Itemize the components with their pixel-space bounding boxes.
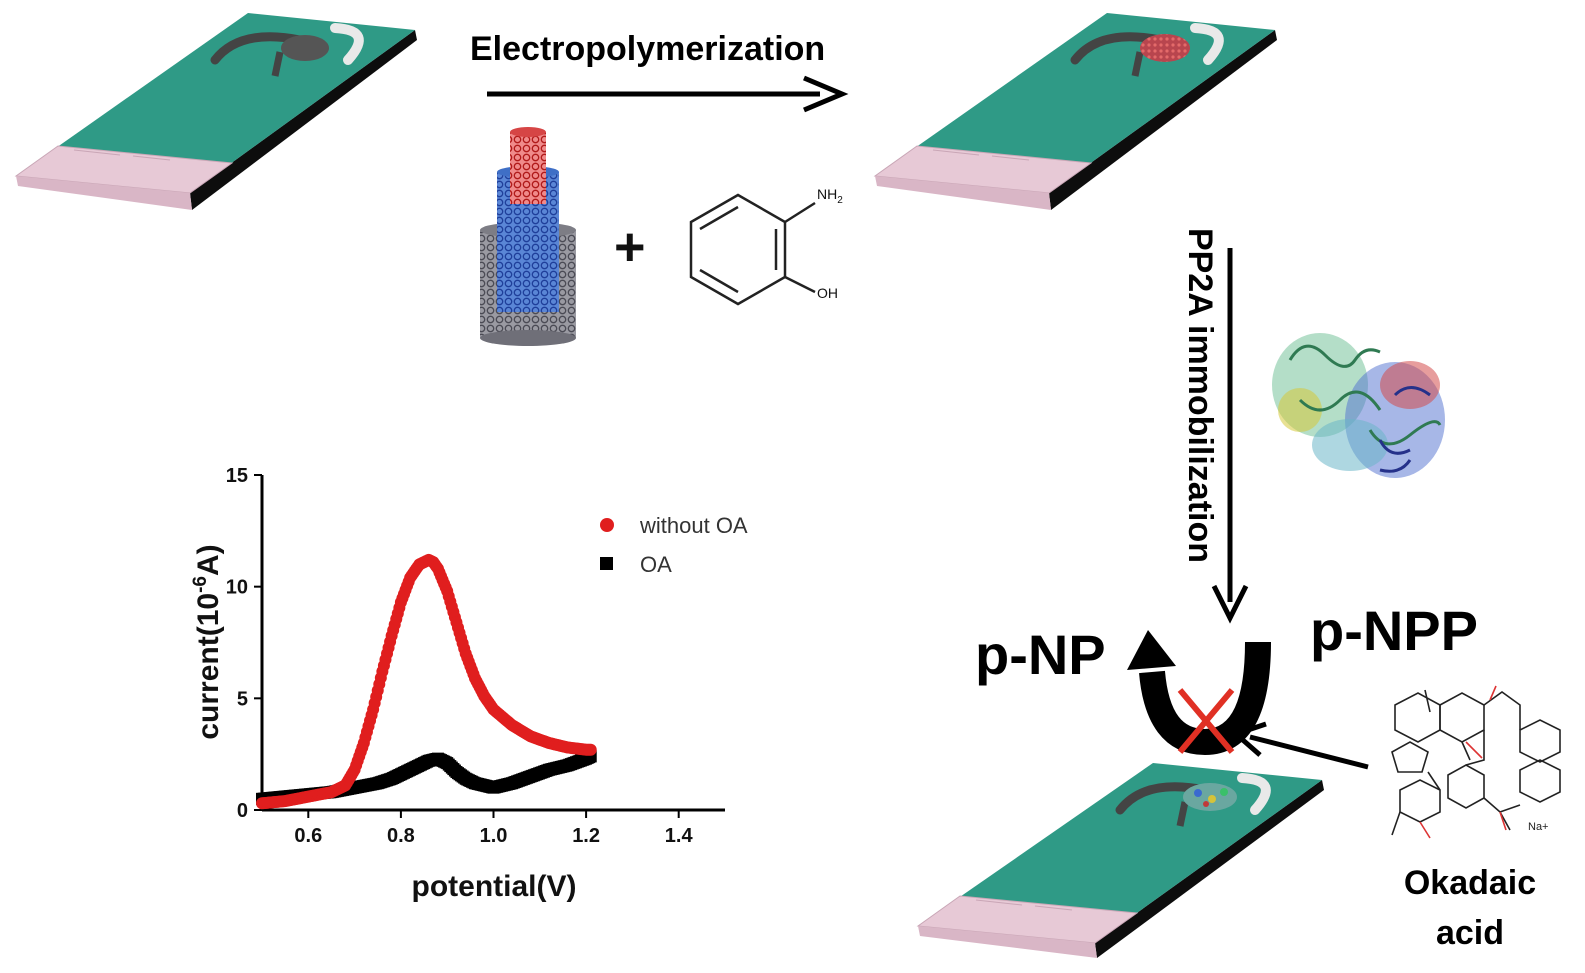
reference-electrode-track — [210, 32, 305, 65]
pp2a-immobilization-label: PP2A immobilization — [1181, 228, 1219, 564]
substrate-pnpp-label: p-NPP — [1310, 599, 1478, 662]
electrode-modified — [873, 13, 1277, 210]
amine-subscript: 2 — [837, 195, 843, 206]
legend-marker-oa — [600, 557, 613, 570]
okadaic-sodium-label: Na+ — [1528, 821, 1549, 833]
okadaic-acid-label-line1: Okadaic — [1403, 864, 1537, 902]
x-axis-title: potential(V) — [412, 870, 577, 903]
electrode-contact-strip — [14, 145, 234, 194]
voltammogram-chart: 0.6 0.8 1.0 1.2 1.4 0 5 10 15 potential(V) curre… — [190, 465, 748, 903]
immobilization-arrow — [1211, 248, 1249, 624]
x-tick-label: 0.6 — [294, 825, 322, 847]
chart-legend: without OA OA — [600, 513, 748, 577]
okadaic-acid-label-line2: acid — [1435, 914, 1505, 952]
polymer-coated-disc — [1140, 34, 1190, 62]
electrode-enzyme — [916, 763, 1324, 958]
plus-sign: + — [614, 217, 646, 277]
okadaic-acid-structure — [1391, 685, 1561, 839]
inhibitor-arrow — [1231, 721, 1369, 770]
electrode-bottom-edge — [16, 176, 192, 210]
series-without-oa — [256, 553, 597, 810]
inhibition-cross-icon — [1177, 688, 1235, 754]
product-pnp-label: p-NP — [975, 623, 1106, 686]
nanotube-composite — [480, 127, 576, 346]
electropolymerization-label: Electropolymerization — [470, 30, 826, 68]
electropolymerization-arrow — [487, 75, 849, 113]
x-tick-label: 0.8 — [387, 825, 415, 847]
aminophenol-structure: NH2 OH — [689, 186, 843, 306]
y-axis-title-main: current(10 — [192, 593, 225, 740]
hydroxyl-label: OH — [817, 285, 838, 301]
amine-label: NH — [817, 186, 837, 202]
legend-label-oa: OA — [640, 552, 672, 577]
y-tick-label: 0 — [237, 800, 248, 822]
x-tick-label: 1.0 — [480, 825, 508, 847]
y-tick-label: 10 — [226, 577, 248, 599]
electrode-bare — [14, 13, 417, 210]
enzymatic-reaction-arrow — [1127, 630, 1271, 756]
inner-nanotube — [510, 132, 546, 204]
counter-electrode-arc — [330, 23, 364, 65]
y-tick-label: 15 — [226, 465, 248, 487]
svg-text:NH2: NH2 — [817, 186, 843, 206]
y-axis-title: current(10-6A) — [190, 544, 225, 739]
legend-label-without-oa: without OA — [639, 513, 748, 538]
pp2a-enzyme-illustration — [1272, 333, 1445, 478]
okadaic-acid-label: Okadaic acid — [1400, 858, 1540, 958]
electrode-side-edge — [190, 30, 417, 210]
y-tick-label: 5 — [237, 688, 248, 710]
working-electrode-disc — [281, 35, 329, 61]
data-point — [584, 743, 597, 756]
legend-marker-without-oa — [600, 518, 614, 532]
x-tick-label: 1.2 — [572, 825, 600, 847]
y-axis-title-end: A) — [192, 544, 225, 576]
y-axis-title-sup: -6 — [190, 576, 211, 593]
x-tick-label: 1.4 — [665, 825, 694, 847]
